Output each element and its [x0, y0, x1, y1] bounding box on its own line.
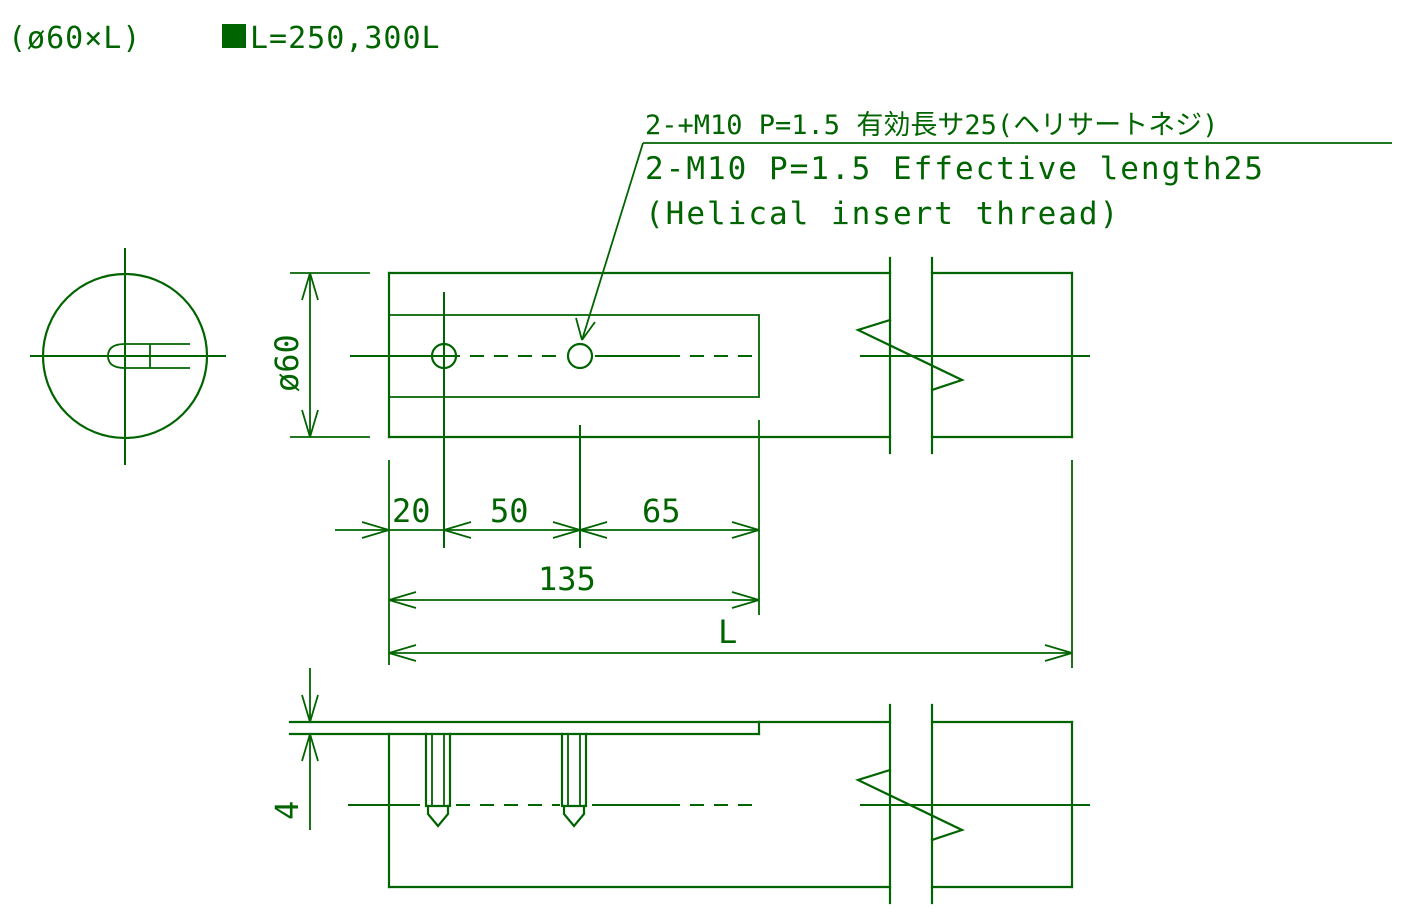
flat-depth-dimension: 4: [268, 668, 319, 830]
side-view: [288, 703, 1090, 905]
note-line-english: 2-M10 P=1.5 Effective length25: [645, 151, 1265, 187]
thread-note: 2-+M10 P=1.5 有効長サ25(ヘリサートネジ) 2-M10 P=1.5…: [575, 110, 1392, 341]
note-line-thread-type: (Helical insert thread): [645, 196, 1120, 232]
top-view: [350, 256, 1090, 548]
title-spec: (ø60×L): [8, 21, 141, 56]
diameter-dimension: ø60: [268, 272, 370, 438]
note-leader-arrowhead: [575, 317, 596, 341]
title-marker-square: [222, 24, 246, 48]
top-view-hole-2: [566, 342, 594, 370]
top-view-flat: [389, 314, 760, 398]
title-lengths: L=250,300L: [250, 21, 441, 56]
side-view-tapped-hole-2: [560, 732, 588, 828]
dim-hole-pitch: 50: [490, 492, 529, 530]
title-block: (ø60×L) L=250,300L: [8, 21, 441, 56]
note-line-japanese: 2-+M10 P=1.5 有効長サ25(ヘリサートネジ): [645, 110, 1218, 141]
dim-flat-depth: 4: [268, 801, 306, 820]
length-dimensions: 20 50 65 135 L: [335, 420, 1073, 668]
end-view-thread-hole: [107, 343, 190, 369]
dim-flat-length: 135: [538, 560, 596, 598]
side-view-tapped-hole-1: [424, 732, 452, 828]
end-view: [30, 248, 226, 465]
dim-overall-length: L: [718, 613, 737, 651]
dim-hole-to-flat-end: 65: [642, 492, 681, 530]
note-leader-line: [581, 142, 644, 341]
dim-first-hole: 20: [392, 492, 431, 530]
diameter-label: ø60: [268, 334, 306, 392]
